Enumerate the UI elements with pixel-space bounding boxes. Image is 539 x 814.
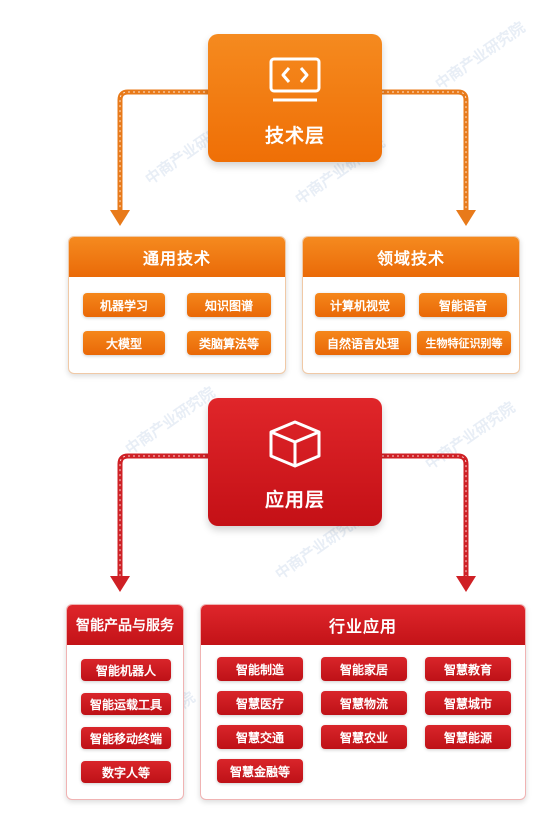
arrow-head [456,576,476,592]
tech-layer-title: 技术层 [264,125,325,147]
monitor-code-icon [267,56,323,108]
general-tech-item: 机器学习 [83,293,165,317]
app-layer-title: 应用层 [264,489,325,511]
arrow-head [110,576,130,592]
domain-tech-item: 自然语言处理 [315,331,411,355]
domain-tech-panel: 领域技术 计算机视觉 智能语音 自然语言处理 生物特征识别等 [302,236,520,374]
industry-app-item: 智能家居 [321,657,407,681]
industry-apps-title: 行业应用 [201,605,525,645]
connector-arrow [379,89,469,215]
smart-product-item: 智能机器人 [81,659,171,681]
connector-arrow [379,453,469,581]
industry-app-item: 智慧医疗 [217,691,303,715]
industry-app-item: 智慧农业 [321,725,407,749]
arrow-head [110,210,130,226]
industry-app-item: 智慧教育 [425,657,511,681]
smart-product-item: 智能运载工具 [81,693,171,715]
industry-app-item: 智慧物流 [321,691,407,715]
smart-products-title: 智能产品与服务 [67,605,183,645]
smart-products-panel: 智能产品与服务 智能机器人 智能运载工具 智能移动终端 数字人等 [66,604,184,800]
general-tech-item: 类脑算法等 [187,331,271,355]
domain-tech-item: 智能语音 [419,293,507,317]
cube-icon [267,418,323,474]
domain-tech-item: 生物特征识别等 [417,331,511,355]
smart-product-item: 智能移动终端 [81,727,171,749]
domain-tech-title: 领域技术 [303,237,519,277]
general-tech-panel: 通用技术 机器学习 知识图谱 大模型 类脑算法等 [68,236,286,374]
smart-product-item: 数字人等 [81,761,171,783]
connector-arrow [117,453,213,581]
industry-app-item: 智慧城市 [425,691,511,715]
industry-app-item: 智慧金融等 [217,759,303,783]
general-tech-item: 知识图谱 [187,293,271,317]
domain-tech-item: 计算机视觉 [315,293,405,317]
connector-arrow [117,89,213,215]
industry-app-item: 智慧能源 [425,725,511,749]
industry-app-item: 智能制造 [217,657,303,681]
general-tech-item: 大模型 [83,331,165,355]
general-tech-title: 通用技术 [69,237,285,277]
industry-app-item: 智慧交通 [217,725,303,749]
app-layer-hub: 应用层 [208,398,382,526]
tech-layer-hub: 技术层 [208,34,382,162]
arrow-head [456,210,476,226]
industry-apps-panel: 行业应用 智能制造 智能家居 智慧教育 智慧医疗 智慧物流 智慧城市 智慧交通 … [200,604,526,800]
